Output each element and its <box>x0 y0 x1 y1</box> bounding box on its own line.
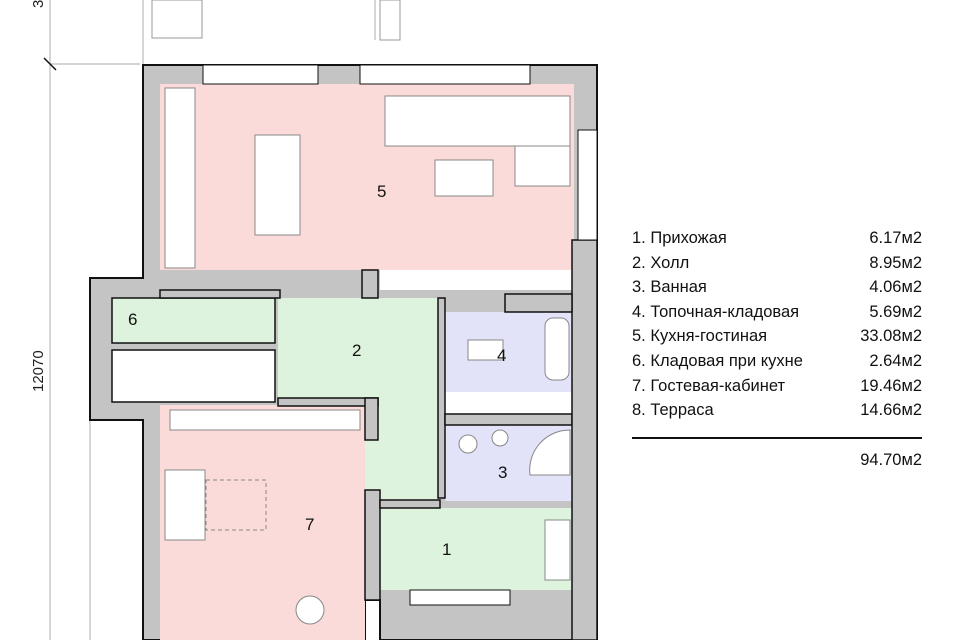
legend-row: 1. Прихожая 6.17м2 <box>632 226 922 251</box>
dimension-tick <box>43 57 57 71</box>
room-label-4: 4 <box>497 346 506 365</box>
terrace-post <box>379 0 401 41</box>
dimension-top-partial: 3 <box>30 0 47 8</box>
legend-divider <box>632 436 922 439</box>
dimension-total-height: 12070 <box>30 350 47 392</box>
room-label-3: 3 <box>498 463 507 482</box>
room-area: 5.69м2 <box>869 302 922 321</box>
room-label-7: 7 <box>305 515 314 534</box>
room-4-lower <box>445 392 572 414</box>
legend-row: 8. Терраса 14.66м2 <box>632 398 922 423</box>
legend-row: 7. Гостевая-кабинет 19.46м2 <box>632 374 922 399</box>
legend-row: 5. Кухня-гостиная 33.08м2 <box>632 324 922 349</box>
room-label-1: 1 <box>442 540 451 559</box>
furniture <box>164 87 571 625</box>
room-name: 5. Кухня-гостиная <box>632 327 768 346</box>
legend-row: 4. Топочная-кладовая 5.69м2 <box>632 300 922 325</box>
room-name: 6. Кладовая при кухне <box>632 351 803 370</box>
windows <box>202 64 598 606</box>
room-1-entrance <box>380 508 572 590</box>
room-name: 3. Ванная <box>632 278 707 297</box>
room-name: 8. Терраса <box>632 401 714 420</box>
dimension-lines <box>49 0 376 640</box>
room-area: 8.95м2 <box>869 253 922 272</box>
stairs <box>111 349 276 403</box>
room-label-5: 5 <box>377 182 386 201</box>
legend-row: 3. Ванная 4.06м2 <box>632 275 922 300</box>
room-name: 4. Топочная-кладовая <box>632 302 800 321</box>
room-area: 4.06м2 <box>869 278 922 297</box>
room-name: 1. Прихожая <box>632 229 727 247</box>
room-area: 2.64м2 <box>869 351 922 370</box>
room-5-kitchen-band <box>380 270 574 290</box>
room-area: 33.08м2 <box>860 327 922 346</box>
room-label-6: 6 <box>128 310 137 329</box>
legend-total: 94.70м2 <box>860 450 922 469</box>
room-name: 7. Гостевая-кабинет <box>632 376 786 395</box>
room-area: 19.46м2 <box>860 376 922 395</box>
room-area: 6.17м2 <box>869 229 922 247</box>
terrace-furniture <box>151 0 203 39</box>
area-legend: 1. Прихожая 6.17м2 2. Холл 8.95м2 3. Ванна… <box>632 226 922 470</box>
interior-walls <box>159 239 598 640</box>
room-label-2: 2 <box>352 341 361 360</box>
legend-row: 2. Холл 8.95м2 <box>632 251 922 276</box>
room-6-pantry <box>111 297 276 344</box>
room-area: 14.66м2 <box>860 401 922 420</box>
room-2-hall-lower <box>380 400 438 500</box>
legend-row: 6. Кладовая при кухне 2.64м2 <box>632 349 922 374</box>
room-name: 2. Холл <box>632 253 690 272</box>
